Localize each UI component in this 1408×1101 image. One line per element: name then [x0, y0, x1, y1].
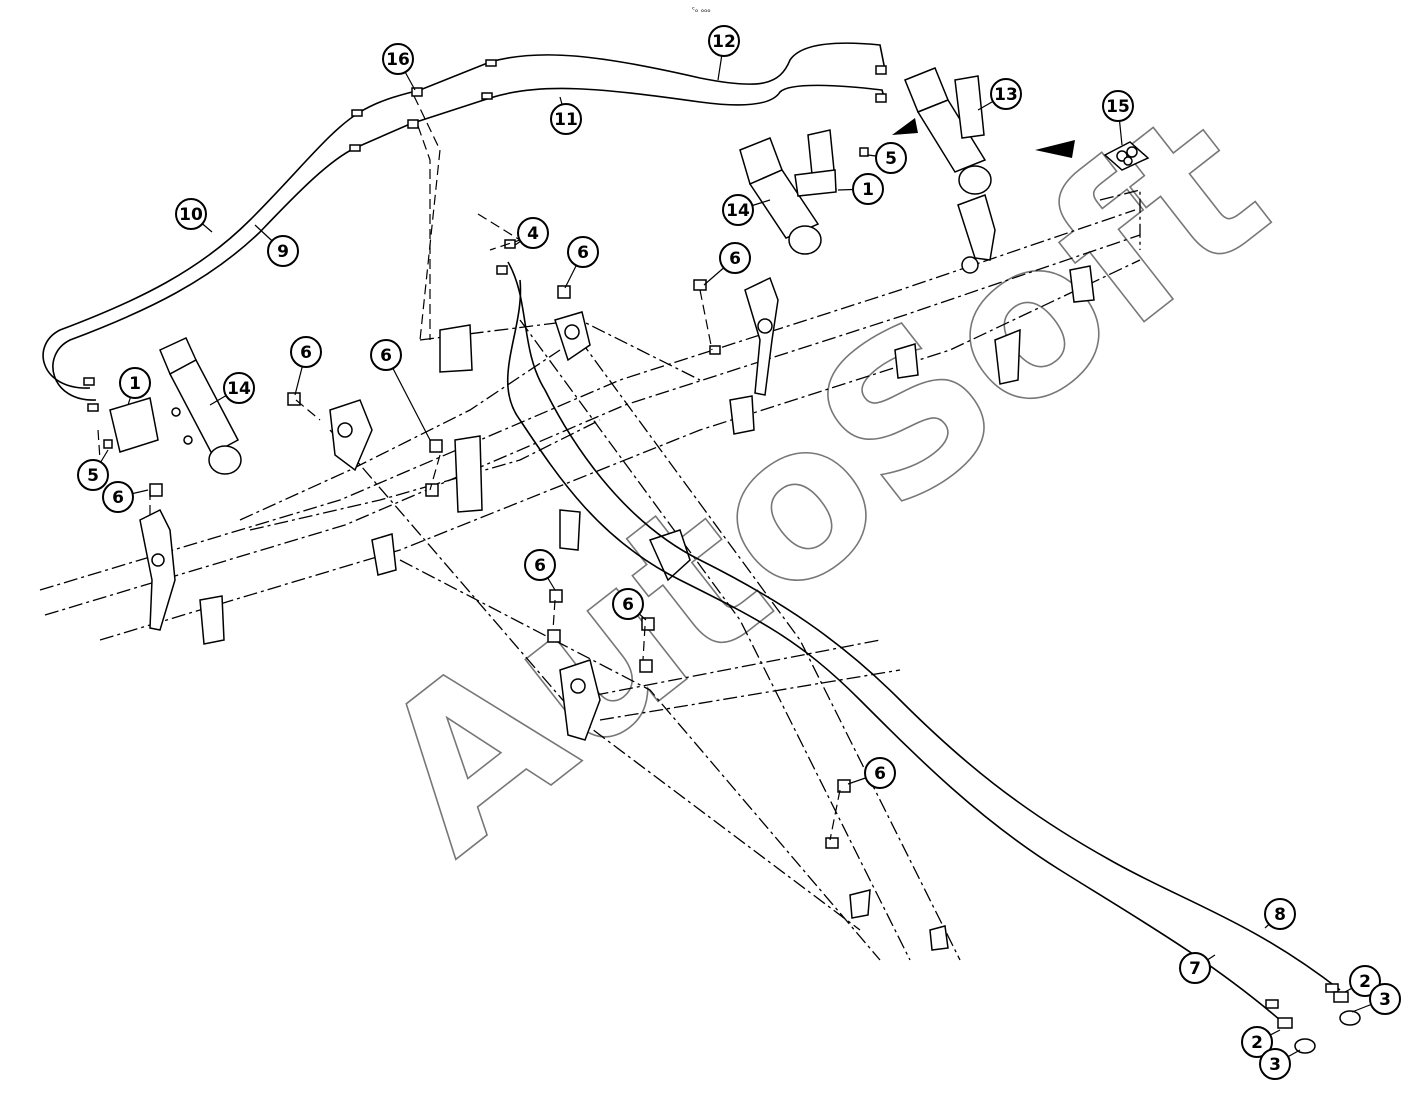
callout-number: 6 [112, 488, 124, 508]
callout-circle [1259, 1048, 1291, 1080]
callout-number: 11 [554, 110, 578, 130]
callout-circle [1241, 1026, 1273, 1058]
callout-circle [223, 372, 255, 404]
arrow-marker-2 [1035, 140, 1075, 158]
arrow-marker-1 [892, 118, 918, 135]
callout-c10: 10 [175, 198, 213, 233]
main-frame [39, 189, 1141, 961]
callout-circle [119, 367, 151, 399]
callout-c13: 13 [977, 78, 1022, 111]
hose-clamps [149, 279, 851, 849]
callout-c14a: 14 [209, 372, 255, 406]
callout-c2b: 2 [1241, 1026, 1281, 1058]
callout-c15: 15 [1102, 90, 1134, 146]
callout-circle [852, 173, 884, 205]
callout-c6h: 6 [847, 757, 896, 789]
callout-number: 6 [300, 343, 312, 363]
callout-circle [370, 339, 402, 371]
callout-c5a: 5 [867, 142, 907, 174]
frame-brackets [139, 194, 1095, 951]
callout-circle [1264, 898, 1296, 930]
callout-number: 1 [129, 374, 141, 394]
callout-circle [517, 217, 549, 249]
callout-number: 13 [994, 85, 1018, 105]
callout-circle [1179, 952, 1211, 984]
callout-c9: 9 [254, 224, 299, 267]
callout-c1a: 1 [119, 367, 151, 406]
callout-c6a: 6 [102, 481, 149, 513]
callout-number: 6 [380, 346, 392, 366]
callout-number: 5 [885, 149, 897, 169]
callout-c3a: 3 [1351, 983, 1401, 1015]
callout-c6c: 6 [564, 236, 599, 289]
callout-c6d: 6 [703, 242, 751, 286]
callout-number: 2 [1359, 972, 1371, 992]
callout-c11: 11 [550, 96, 582, 135]
callout-number: 5 [87, 466, 99, 486]
callout-number: 15 [1106, 97, 1130, 117]
callout-number: 14 [227, 379, 251, 399]
callout-number: 6 [729, 249, 741, 269]
callout-number: 16 [386, 50, 410, 70]
callout-number: 7 [1189, 959, 1201, 979]
callout-circle [1369, 983, 1401, 1015]
callout-c6b: 6 [290, 336, 322, 396]
callout-number: 8 [1274, 905, 1286, 925]
cylinder-left [109, 337, 242, 475]
fittings [83, 59, 1361, 1054]
callout-number: 12 [712, 32, 736, 52]
callout-number: 6 [534, 556, 546, 576]
cylinder-right [904, 67, 992, 195]
callout-circle [708, 25, 740, 57]
callout-c4: 4 [514, 217, 549, 249]
callout-circle [612, 588, 644, 620]
callout-number: 6 [874, 764, 886, 784]
callout-number: 9 [277, 242, 289, 262]
callout-number: 3 [1379, 990, 1391, 1010]
callout-number: 6 [622, 595, 634, 615]
callout-circle [77, 459, 109, 491]
callout-number: 1 [862, 180, 874, 200]
callout-circle [1349, 965, 1381, 997]
callout-c7: 7 [1179, 952, 1216, 984]
callout-c6e: 6 [370, 339, 431, 441]
callout-number: 10 [179, 205, 203, 225]
callout-c5b: 5 [77, 449, 109, 491]
callout-number: 4 [527, 224, 539, 244]
callout-number: 6 [577, 243, 589, 263]
header-mark: ᶜₒ ₒₒₒ [692, 5, 711, 14]
callout-c1b: 1 [837, 173, 884, 205]
callout-circle [290, 336, 322, 368]
callout-circle [1102, 90, 1134, 122]
callout-circle [864, 757, 896, 789]
callout-circle [524, 549, 556, 581]
callout-circle [102, 481, 134, 513]
callout-c8: 8 [1264, 898, 1296, 930]
callout-number: 14 [726, 201, 750, 221]
callout-c3b: 3 [1259, 1048, 1301, 1080]
callout-circle [175, 198, 207, 230]
callout-circle [382, 43, 414, 75]
callout-c6f: 6 [524, 549, 556, 591]
callout-number: 3 [1269, 1055, 1281, 1075]
callout-circle [267, 235, 299, 267]
callout-circle [719, 242, 751, 274]
callout-c14b: 14 [722, 194, 771, 226]
callout-c16: 16 [382, 43, 416, 91]
callout-circle [550, 103, 582, 135]
callout-circle [990, 78, 1022, 110]
callout-c2a: 2 [1344, 965, 1381, 997]
callout-circle [875, 142, 907, 174]
seal-kit [1103, 141, 1150, 171]
callout-c6g: 6 [612, 588, 647, 621]
callout-circle [722, 194, 754, 226]
cylinder-center [739, 129, 837, 255]
callout-c12: 12 [708, 25, 740, 81]
callout-circle [567, 236, 599, 268]
callout-number: 2 [1251, 1033, 1263, 1053]
